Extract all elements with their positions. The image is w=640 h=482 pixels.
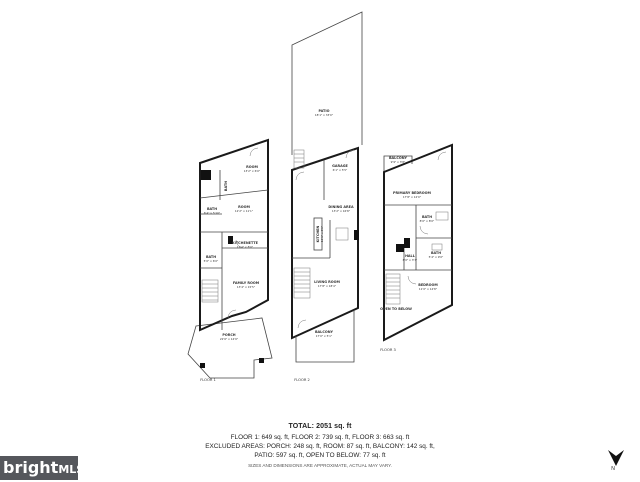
- room-dims: 18'1" x 33'0": [315, 113, 334, 117]
- floor-1-plan: ROOM 13'2" x 6'0" ROOM 12'2" x 11'1" BAT…: [187, 138, 273, 382]
- door-swing: [345, 149, 355, 159]
- room-label: FAMILY ROOM: [233, 281, 260, 285]
- excluded-areas-continued: PATIO: 597 sq. ft, OPEN TO BELOW: 77 sq.…: [254, 452, 386, 459]
- floor-1-column: [201, 170, 211, 180]
- room-dims: 13'2" x 16'8": [332, 209, 351, 213]
- room-dims: 9'9" x 3'8": [391, 160, 406, 164]
- room-label: BALCONY: [315, 330, 334, 334]
- room-label: ROOM: [246, 165, 258, 169]
- room-label: LIVING ROOM: [314, 280, 340, 284]
- floor-2-plan: PATIO 18'1" x 33'0" GARAGE 6'1" x 5'5" D…: [291, 11, 363, 382]
- room-label: BEDROOM: [418, 283, 438, 287]
- door-swing: [437, 151, 447, 161]
- total-area: TOTAL: 2051 sq. ft: [288, 423, 352, 430]
- room-dims: 11'0" x 14'8": [419, 287, 438, 291]
- balcony-2-outline: [295, 310, 355, 363]
- logo-mark: MLS: [58, 463, 85, 476]
- floor-2-column: [354, 230, 359, 240]
- door-swing: [297, 319, 307, 329]
- floor-1-outer-wall: [199, 138, 269, 332]
- room-label: HALL: [405, 254, 416, 258]
- room-label: BATH: [422, 215, 432, 219]
- patio-outline: [291, 11, 363, 155]
- room-dims: 8'0" x 8'0": [420, 219, 435, 223]
- disclaimer: SIZES AND DIMENSIONS ARE APPROXIMATE, AC…: [248, 463, 392, 468]
- room-label: BATH: [224, 181, 228, 191]
- room-dims: 17'8" x 12'0": [403, 195, 422, 199]
- door-swing: [235, 239, 245, 249]
- room-dims: 13'1" x 8'6": [320, 225, 324, 242]
- appliance: [335, 227, 349, 241]
- floor-1-stairs: [201, 279, 219, 303]
- room-label: DINING AREA: [328, 205, 354, 209]
- floor-1-column: [228, 236, 233, 244]
- room-dims: 13'4" x 15'5": [237, 285, 256, 289]
- room-label: BALCONY: [389, 156, 408, 160]
- floor-3-stairs: [385, 273, 401, 305]
- logo-text: bright: [3, 458, 59, 477]
- kitchen-island: [313, 217, 323, 251]
- door-swing: [249, 147, 259, 157]
- floor-3-plan: BALCONY 9'9" x 3'8" PRIMARY BEDROOM 17'8…: [380, 143, 453, 352]
- door-swing: [295, 171, 305, 181]
- porch-post: [200, 363, 205, 368]
- bath-fixture: [435, 211, 449, 221]
- door-swing: [227, 309, 237, 319]
- brightmls-logo: brightMLS: [0, 456, 84, 480]
- room-label: PRIMARY BEDROOM: [393, 191, 432, 195]
- room-dims: 11'4" x 8'0": [237, 245, 254, 249]
- room-label: BATH: [207, 207, 217, 211]
- room-dims: 6'4" x 5'10": [204, 211, 221, 215]
- room-dims: 22'6" x 14'9": [220, 337, 239, 341]
- door-swing: [419, 225, 429, 235]
- room-dims: 13'2" x 6'0": [244, 169, 261, 173]
- floor-1-partition: [199, 189, 269, 199]
- room-label: KITCHEN: [316, 225, 320, 242]
- room-label: PORCH: [222, 333, 235, 337]
- floor-label: FLOOR 3: [380, 348, 396, 352]
- floor-3-column: [396, 244, 404, 252]
- room-label: OPEN TO BELOW: [380, 307, 412, 311]
- floor-3-column: [404, 238, 410, 248]
- room-dims: 5'0" x 6'0": [204, 259, 219, 263]
- floor-2-stairs: [293, 149, 311, 299]
- door-swing: [407, 275, 417, 285]
- floor-label: FLOOR 2: [294, 378, 310, 382]
- floor-areas: FLOOR 1: 649 sq. ft, FLOOR 2: 739 sq. ft…: [230, 434, 410, 441]
- floor-label: FLOOR 1: [200, 378, 216, 382]
- compass-north-icon: [608, 450, 624, 466]
- excluded-areas: EXCLUDED AREAS: PORCH: 248 sq. ft, ROOM:…: [205, 443, 435, 450]
- room-dims: 5'4" x 9'0": [429, 255, 444, 259]
- porch-outline: [187, 317, 273, 379]
- floor-2-outer-wall: [291, 146, 359, 340]
- room-label: BATH: [431, 251, 441, 255]
- room-label: BATH: [206, 255, 216, 259]
- room-label: PATIO: [319, 109, 330, 113]
- compass-label: N: [611, 466, 615, 472]
- room-dims: 17'0" x 5'1": [316, 334, 333, 338]
- room-dims: 6'1" x 5'5": [333, 168, 348, 172]
- room-dims: 17'8" x 18'4": [318, 284, 337, 288]
- room-label: GARAGE: [332, 164, 348, 168]
- room-label: ROOM: [238, 205, 250, 209]
- floor-3-outer-wall: [383, 143, 453, 342]
- room-dims: 12'2" x 11'1": [235, 209, 254, 213]
- bath-fixture: [431, 243, 443, 251]
- room-dims: 8'0" x 3'7": [403, 258, 418, 262]
- room-label: KITCHENETTE: [232, 241, 259, 245]
- porch-post: [259, 358, 264, 363]
